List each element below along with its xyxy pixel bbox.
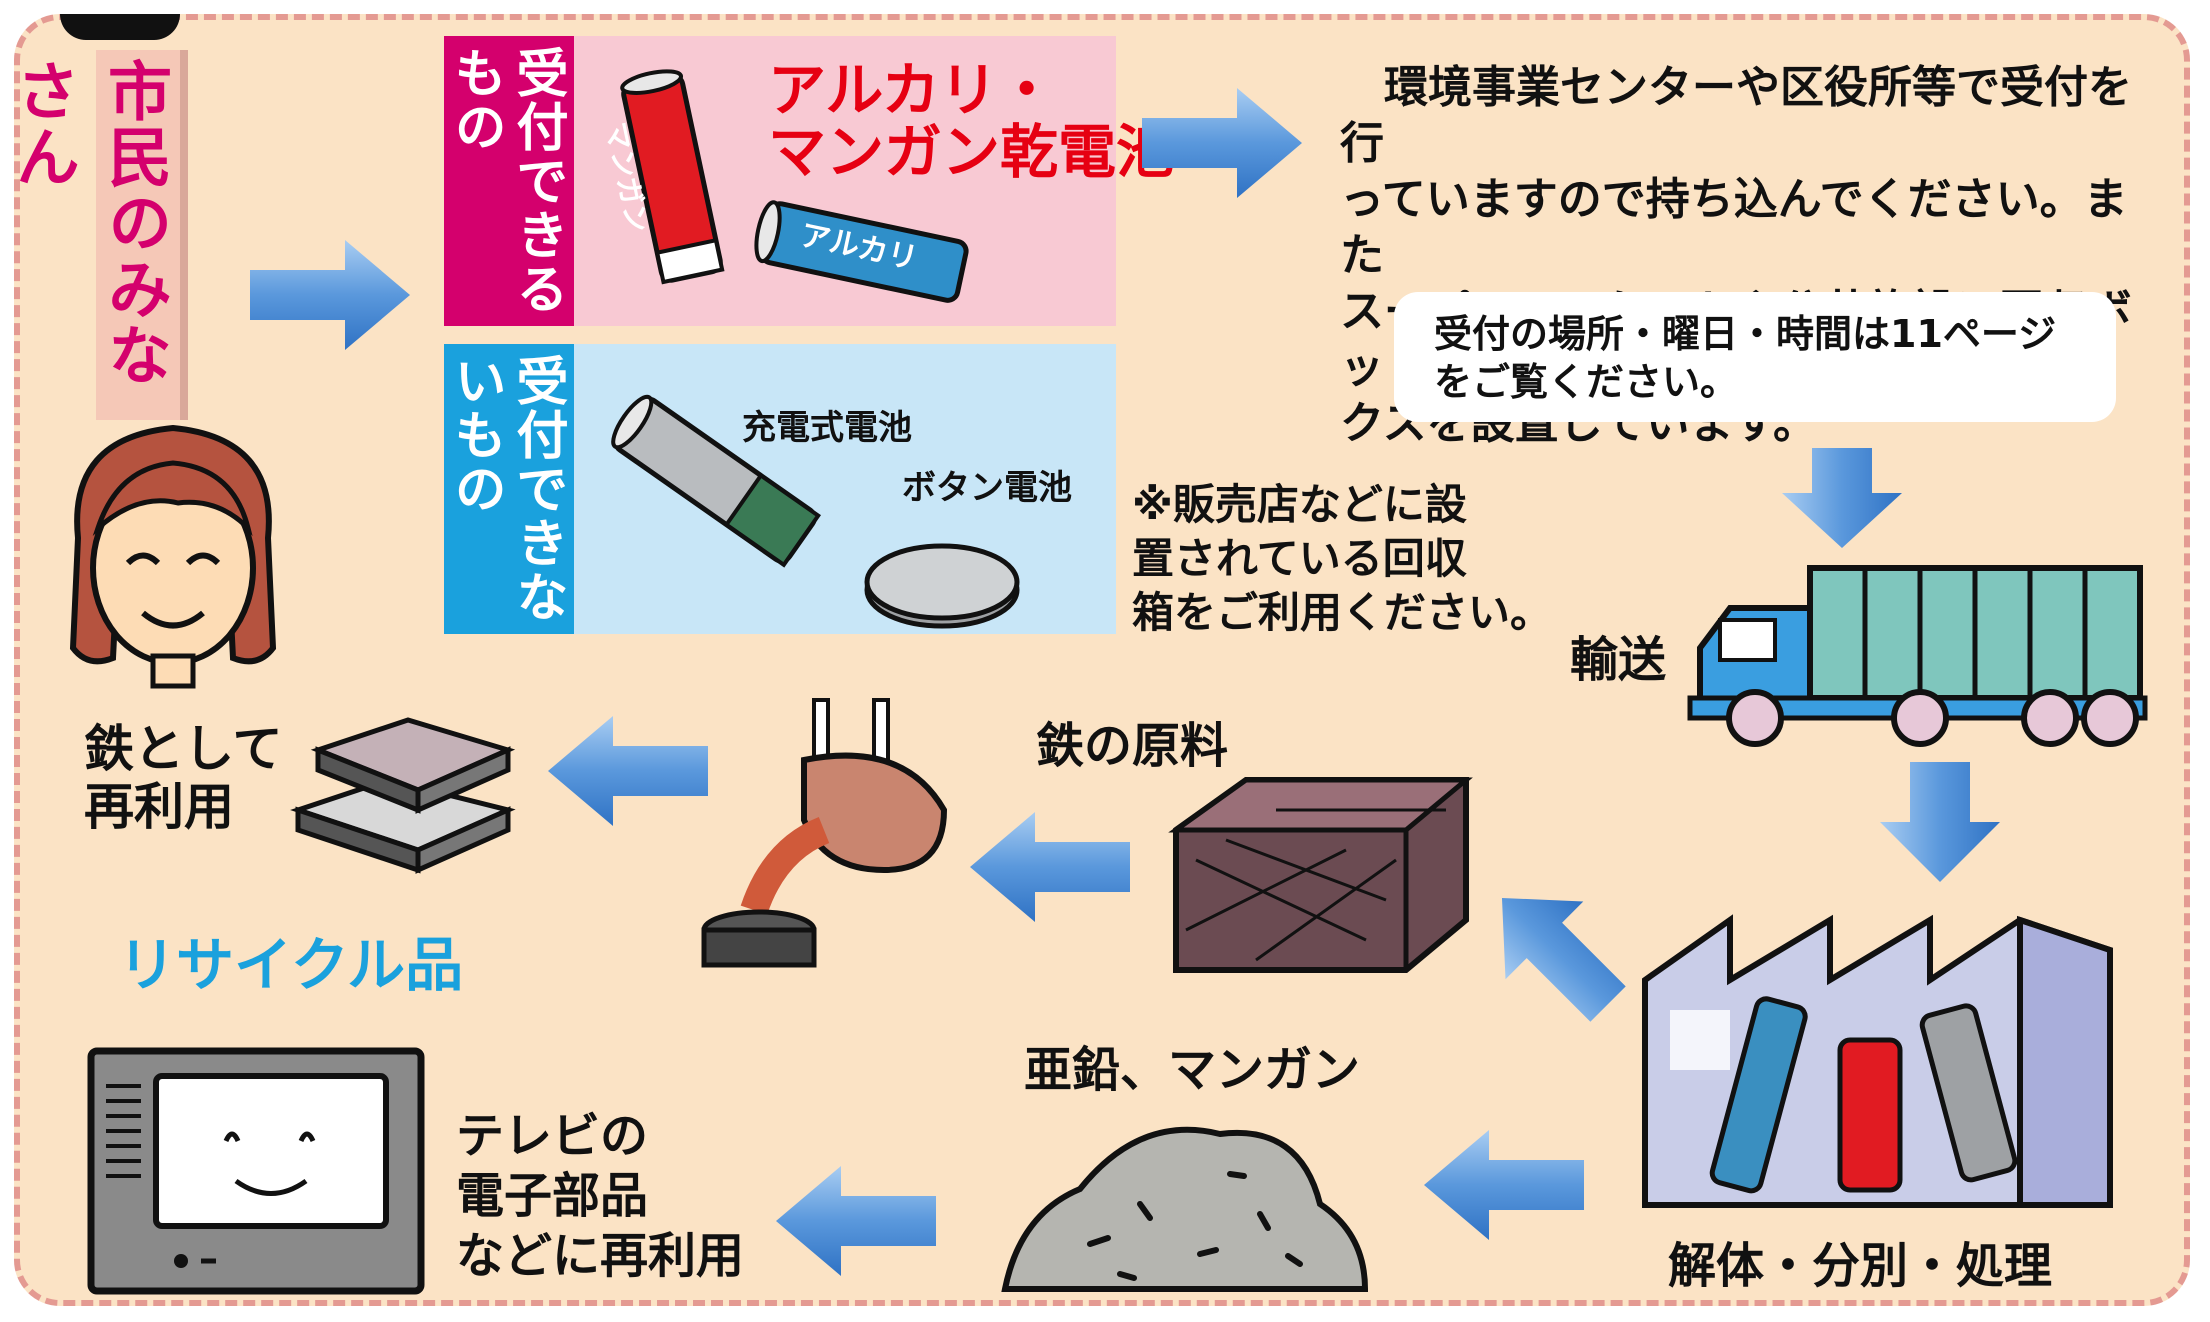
store-note: ※販売店などに設 置されている回収 箱をご利用ください。	[1132, 478, 1552, 640]
factory-icon	[1642, 914, 2113, 1208]
citizens-label: 市民のみなさん	[5, 50, 188, 420]
schedule-note-line-2: をご覧ください。	[1434, 360, 1739, 404]
zinc-manganese-label: 亜鉛、マンガン	[1024, 1042, 1361, 1098]
manganese-battery-icon	[620, 69, 725, 285]
process-label: 解体・分別・処理	[1668, 1238, 2053, 1294]
arrow-up-left	[1501, 897, 1626, 1022]
accept-tag-label: 受付できるもの	[445, 46, 567, 316]
arrow-left-1	[970, 812, 1130, 922]
tv-reuse-line-3: などに再利用	[456, 1228, 745, 1284]
reject-tag-label: 受付できないもの	[445, 354, 567, 624]
arrow-left-2	[548, 716, 708, 826]
corner-decoration	[60, 14, 180, 40]
arrow-right-2	[1142, 88, 1302, 198]
tv-reuse-line-1: テレビの	[456, 1108, 649, 1164]
store-note-line-3: 箱をご利用ください。	[1132, 588, 1553, 637]
recycled-products-label: リサイクル品	[118, 931, 464, 999]
arrow-right-1	[250, 240, 410, 350]
store-note-line-2: 置されている回収	[1132, 534, 1467, 583]
rechargeable-battery-label: 充電式電池	[742, 408, 912, 448]
button-battery-icon	[864, 543, 1020, 629]
tv-reuse-label: テレビの 電子部品 などに再利用	[456, 1106, 744, 1286]
reject-tag: 受付できないもの	[444, 344, 574, 634]
transport-label: 輸送	[1570, 632, 1667, 688]
iron-block-icon	[1168, 777, 1473, 973]
zinc-manganese-pile-icon	[1001, 1126, 1369, 1292]
truck-icon	[1687, 565, 2148, 747]
steel-plates-icon	[290, 717, 516, 874]
store-note-line-1: ※販売店などに設	[1132, 480, 1467, 529]
molten-iron-icon	[701, 698, 948, 968]
arrow-left-3	[1424, 1130, 1584, 1240]
reuse-iron-line-2: 再利用	[84, 778, 234, 836]
alkaline-battery-icon	[754, 200, 969, 303]
iron-material-label: 鉄の原料	[1036, 718, 1229, 774]
accept-tag: 受付できるもの	[444, 36, 574, 326]
dropoff-line-1: 環境事業センターや区役所等で受付を行	[1340, 62, 2132, 169]
dropoff-line-2: っていますので持ち込んでください。また	[1340, 174, 2128, 281]
accept-title-line1: アルカリ・	[768, 56, 1056, 124]
accept-title-line2: マンガン乾電池	[768, 118, 1175, 186]
schedule-note-box: 受付の場所・曜日・時間は11ページ をご覧ください。	[1394, 292, 2116, 422]
arrow-left-4	[776, 1166, 936, 1276]
button-battery-label: ボタン電池	[902, 468, 1072, 508]
rechargeable-battery-icon	[611, 394, 822, 568]
schedule-note-line-1: 受付の場所・曜日・時間は11ページ	[1434, 312, 2057, 356]
arrow-down-2	[1880, 762, 2000, 882]
woman-icon	[69, 424, 277, 689]
reuse-iron-line-1: 鉄として	[84, 720, 283, 778]
arrow-down-1	[1782, 448, 1902, 548]
tv-reuse-line-2: 電子部品	[456, 1168, 649, 1224]
reuse-iron-label: 鉄として 再利用	[84, 720, 283, 836]
tv-icon	[87, 1047, 425, 1295]
